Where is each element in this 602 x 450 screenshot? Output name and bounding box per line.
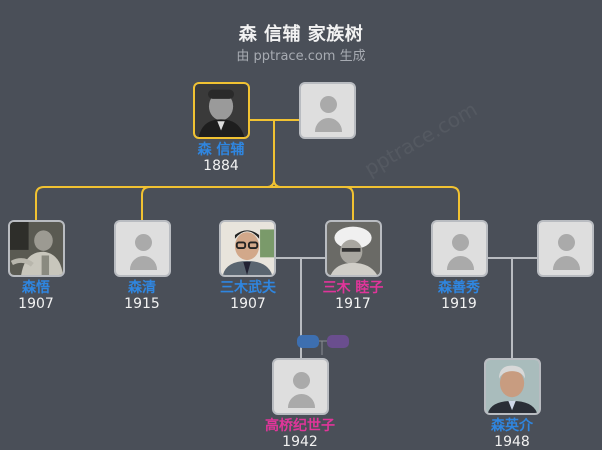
placeholder-avatar-body: [288, 394, 315, 408]
expand-toggle-purple[interactable]: [327, 335, 349, 348]
person-name[interactable]: 森清: [128, 280, 156, 296]
person-birth-year: 1907: [18, 296, 54, 312]
person-card-child2[interactable]: [114, 220, 171, 277]
person-birth-year: 1917: [335, 296, 371, 312]
person-name[interactable]: 三木武夫: [220, 280, 276, 296]
person-name[interactable]: 三木 睦子: [322, 280, 384, 296]
person-birth-year: 1907: [230, 296, 266, 312]
portrait-photo: [221, 222, 274, 275]
person-name[interactable]: 高桥纪世子: [265, 418, 335, 434]
placeholder-avatar-body: [315, 118, 342, 132]
expand-toggle-blue[interactable]: [297, 335, 319, 348]
portrait-photo: [486, 360, 539, 413]
person-card-grandchild1[interactable]: [272, 358, 329, 415]
person-birth-year: 1948: [494, 434, 530, 450]
placeholder-avatar-icon: [452, 234, 469, 251]
person-card-root[interactable]: [193, 82, 250, 139]
person-card-child3[interactable]: [325, 220, 382, 277]
person-birth-year: 1884: [203, 158, 239, 174]
person-birth-year: 1915: [124, 296, 160, 312]
person-card-grandchild2[interactable]: [484, 358, 541, 415]
person-card-child1[interactable]: [8, 220, 65, 277]
person-name[interactable]: 森 信辅: [197, 142, 245, 158]
page-subtitle: 由 pptrace.com 生成: [236, 49, 366, 64]
placeholder-avatar-icon: [320, 96, 337, 113]
placeholder-avatar-icon: [293, 372, 310, 389]
portrait-photo: [327, 222, 380, 275]
person-card-child3-spouse[interactable]: [219, 220, 276, 277]
person-card-child4[interactable]: [431, 220, 488, 277]
placeholder-avatar-icon: [135, 234, 152, 251]
person-birth-year: 1919: [441, 296, 477, 312]
portrait-photo: [10, 222, 63, 275]
placeholder-avatar-body: [130, 256, 157, 270]
person-card-child4-spouse[interactable]: [537, 220, 594, 277]
person-name[interactable]: 森善秀: [438, 280, 480, 296]
page-title: 森 信辅 家族树: [238, 24, 364, 45]
placeholder-avatar-body: [447, 256, 474, 270]
person-name[interactable]: 森悟: [22, 280, 50, 296]
placeholder-avatar-body: [553, 256, 580, 270]
person-card-root-spouse[interactable]: [299, 82, 356, 139]
person-birth-year: 1942: [282, 434, 318, 450]
person-name[interactable]: 森英介: [491, 418, 533, 434]
portrait-photo: [195, 84, 248, 137]
placeholder-avatar-icon: [558, 234, 575, 251]
